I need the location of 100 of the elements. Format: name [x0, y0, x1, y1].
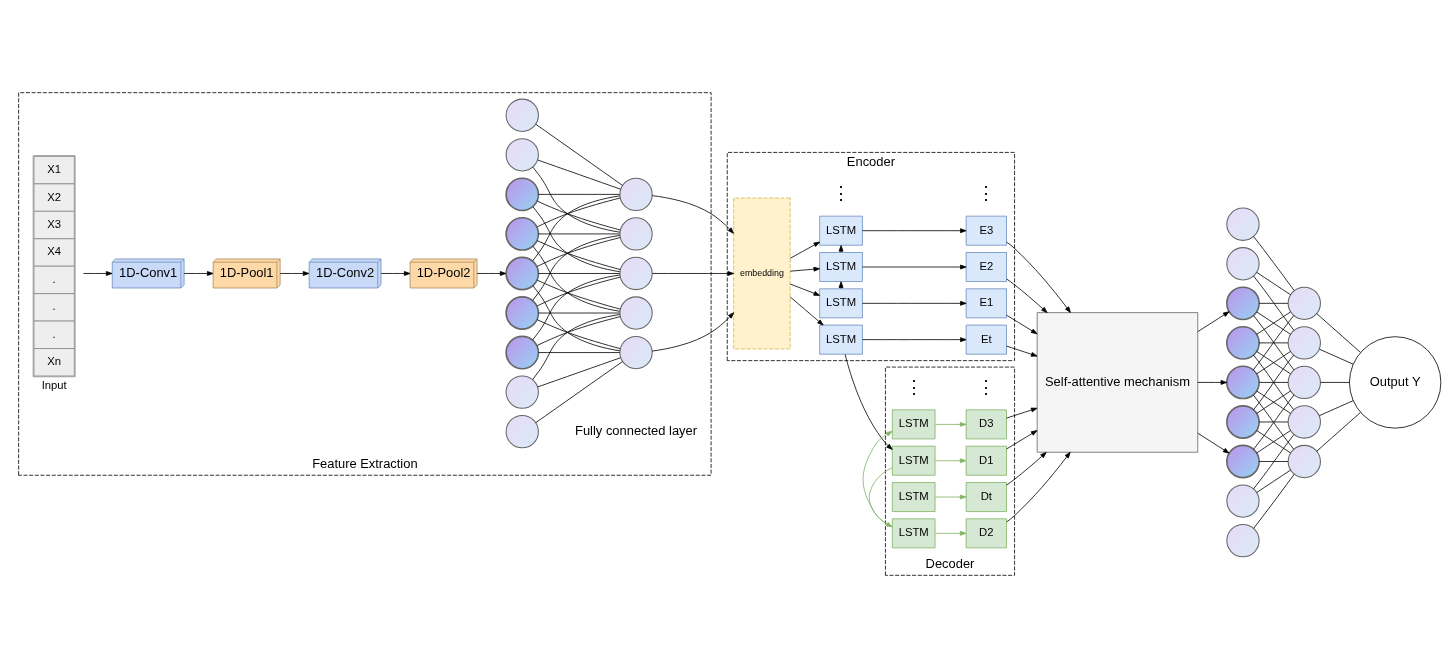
arrow	[1006, 451, 1047, 485]
node-box: D3	[965, 408, 1007, 439]
node-box: D1	[965, 445, 1007, 476]
connector	[532, 205, 621, 272]
connector	[1316, 312, 1361, 353]
connector	[532, 245, 621, 312]
node-circle	[619, 216, 653, 251]
arrow	[1197, 432, 1230, 454]
node-circle	[505, 414, 539, 448]
connector	[535, 360, 623, 423]
arrow	[1006, 407, 1038, 418]
arrow	[838, 280, 844, 289]
node-circle	[619, 177, 653, 211]
arrow	[1006, 451, 1071, 522]
arrow	[868, 466, 893, 527]
node-circle	[1226, 325, 1260, 360]
arrow	[862, 336, 967, 342]
node-box: D2	[965, 517, 1007, 548]
connector	[538, 351, 621, 353]
connector	[1253, 473, 1295, 529]
arrow	[844, 353, 893, 450]
arrow	[862, 300, 967, 306]
arrow	[935, 494, 967, 499]
arrow	[651, 194, 734, 234]
node-circle	[1287, 365, 1321, 399]
arrow	[935, 421, 967, 427]
arrow	[1006, 429, 1038, 449]
node-circle	[505, 98, 539, 132]
connector	[532, 284, 621, 351]
connector	[1258, 421, 1289, 422]
connector	[1256, 429, 1291, 453]
arrow	[1006, 314, 1038, 334]
connector	[1256, 271, 1291, 295]
node-box: LSTM	[891, 481, 936, 512]
arrow	[862, 264, 967, 269]
node-box: LSTM	[891, 517, 936, 548]
arrow	[862, 227, 967, 233]
node-box: LSTM	[819, 215, 863, 246]
arrow	[651, 270, 734, 276]
node-box: E2	[965, 251, 1007, 282]
node-circle	[619, 256, 653, 290]
connector	[537, 159, 621, 190]
label: ⋮	[904, 376, 923, 397]
connector	[1253, 235, 1295, 291]
connector	[538, 312, 621, 313]
node-circle	[505, 335, 540, 369]
connector	[538, 272, 621, 274]
node-box: E3	[965, 215, 1007, 246]
node-circle	[505, 137, 539, 171]
node-box: Dt	[965, 481, 1007, 512]
node-box: LSTM	[891, 408, 936, 439]
connector	[1256, 390, 1291, 414]
connector	[538, 233, 621, 234]
connector	[532, 195, 621, 261]
node-box: Et	[965, 324, 1007, 355]
node-circle	[1226, 404, 1260, 439]
arrow	[476, 270, 507, 276]
arrow	[862, 430, 893, 527]
arrow	[935, 530, 967, 536]
arrow	[1006, 278, 1048, 313]
arrow	[1006, 241, 1071, 313]
node-circle	[505, 176, 540, 211]
node-circle	[1287, 444, 1321, 478]
connector	[532, 166, 621, 233]
arrow	[935, 457, 967, 463]
node-circle	[1226, 246, 1260, 280]
node-circle	[1287, 325, 1321, 360]
node-circle	[505, 256, 540, 290]
arrow	[789, 266, 821, 272]
node-circle	[505, 216, 540, 251]
connector	[538, 193, 621, 195]
node-circle	[1226, 483, 1260, 518]
connector	[1319, 348, 1354, 365]
connector	[1258, 341, 1289, 343]
node-circle	[505, 295, 540, 330]
connector	[1256, 311, 1291, 335]
node-box: E1	[965, 287, 1007, 318]
arrow	[279, 270, 310, 276]
connector	[532, 274, 621, 340]
arrow	[83, 270, 113, 276]
connector	[1256, 350, 1291, 374]
arrow	[651, 311, 735, 351]
node-circle	[1287, 404, 1321, 439]
node-circle	[1287, 286, 1321, 320]
arrow	[1197, 310, 1230, 332]
node-box: LSTM	[819, 324, 863, 355]
node-circle	[619, 295, 653, 330]
node-box: LSTM	[891, 445, 936, 476]
label: ⋮	[977, 376, 996, 397]
connector	[1253, 433, 1295, 489]
arrow	[1006, 345, 1038, 357]
connector	[1258, 302, 1289, 304]
node-circle	[619, 335, 653, 369]
connector	[537, 356, 621, 387]
label: ⋮	[832, 182, 851, 203]
node-circle	[1226, 444, 1260, 478]
connector	[1316, 411, 1361, 452]
arrow	[789, 241, 821, 259]
node-circle	[1226, 364, 1260, 399]
node-circle	[505, 374, 539, 409]
